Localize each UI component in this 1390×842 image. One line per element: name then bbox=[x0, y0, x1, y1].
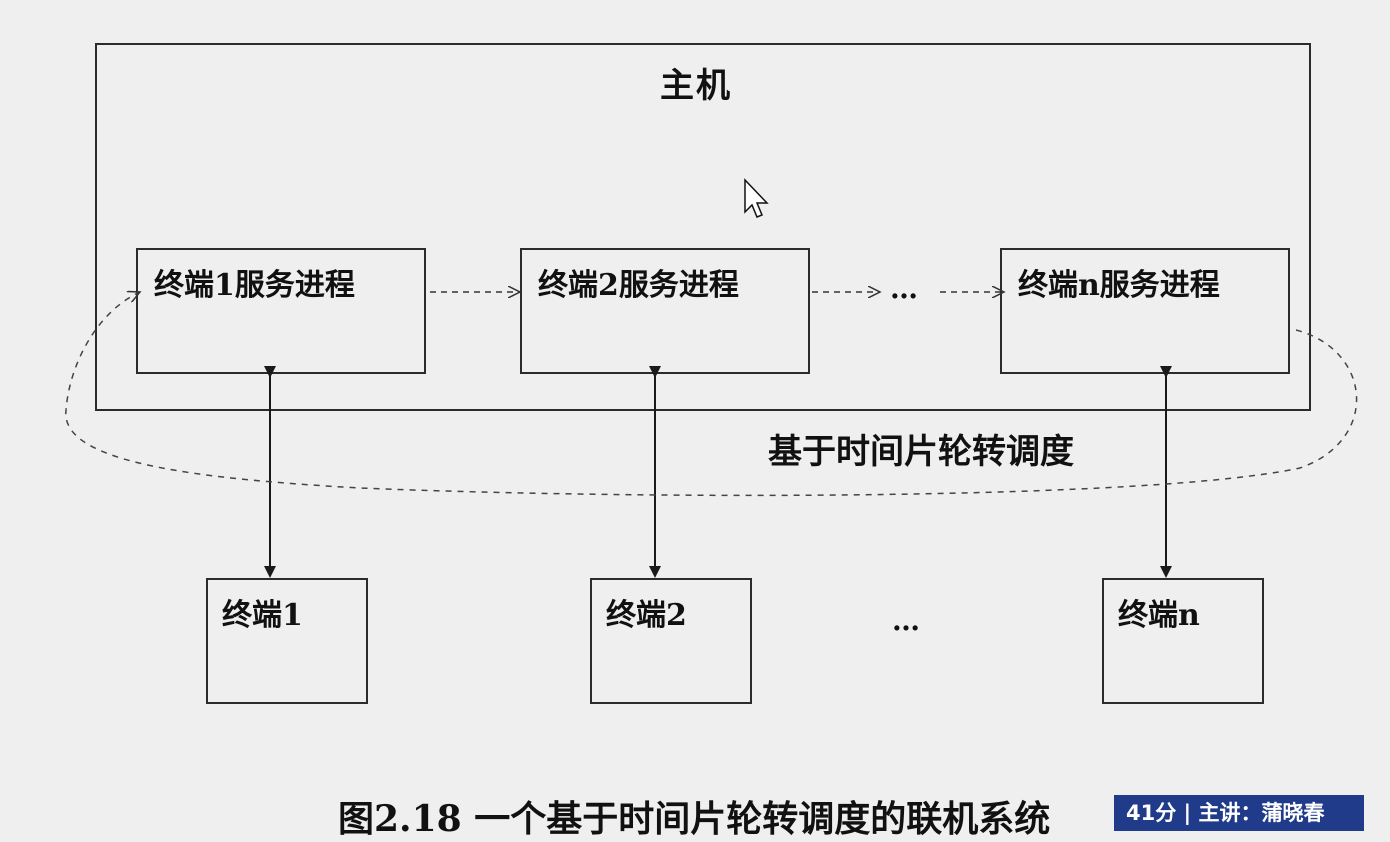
terminal-label-2: 终端2 bbox=[606, 598, 687, 633]
process-ellipsis: … bbox=[890, 272, 920, 305]
figure-caption: 图2.18 一个基于时间片轮转调度的联机系统 bbox=[338, 798, 1051, 840]
schedule-label: 基于时间片轮转调度 bbox=[768, 432, 1074, 472]
process-box-n: 终端n服务进程 bbox=[1000, 248, 1290, 374]
process-box-2: 终端2服务进程 bbox=[520, 248, 810, 374]
cursor-icon bbox=[744, 178, 769, 218]
host-box bbox=[95, 43, 1311, 411]
process-label-1: 终端1服务进程 bbox=[154, 268, 355, 303]
terminal-box-2: 终端2 bbox=[590, 578, 752, 704]
host-title: 主机 bbox=[660, 66, 732, 106]
round-robin-loop bbox=[65, 292, 1358, 497]
terminal-label-n: 终端n bbox=[1118, 598, 1200, 633]
process-label-n: 终端n服务进程 bbox=[1018, 268, 1220, 303]
process-box-1: 终端1服务进程 bbox=[136, 248, 426, 374]
terminal-label-1: 终端1 bbox=[222, 598, 303, 633]
process-label-2: 终端2服务进程 bbox=[538, 268, 739, 303]
terminal-box-1: 终端1 bbox=[206, 578, 368, 704]
terminal-box-n: 终端n bbox=[1102, 578, 1264, 704]
lecture-badge: 41分 | 主讲：蒲晓春 bbox=[1114, 795, 1364, 831]
terminal-ellipsis: … bbox=[892, 604, 922, 637]
